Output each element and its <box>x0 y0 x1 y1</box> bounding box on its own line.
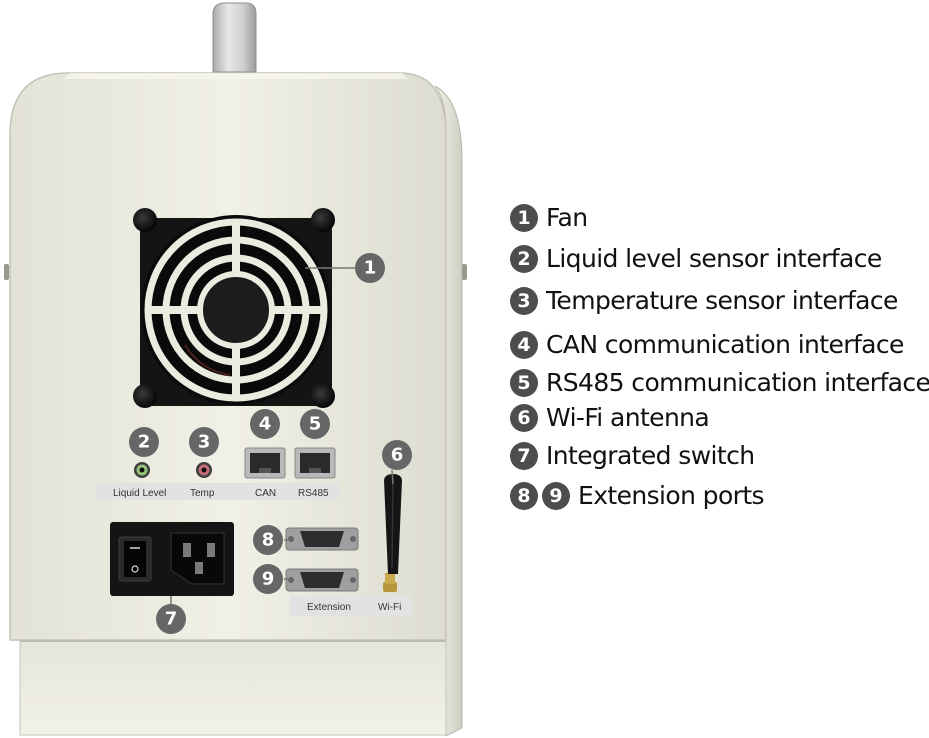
handle <box>212 2 257 73</box>
legend-item-fan: 1 Fan <box>510 203 588 232</box>
legend-item-extension: 8 9 Extension ports <box>510 481 765 510</box>
integrated-switch <box>110 522 234 596</box>
legend-item-rs485: 5 RS485 communication interface <box>510 368 929 397</box>
extension-port-8 <box>285 527 359 551</box>
wifi-antenna <box>383 474 402 592</box>
label-extension: Extension <box>307 602 351 613</box>
extension-label-strip <box>290 596 412 616</box>
port-label-strip <box>96 483 340 500</box>
label-wifi: Wi-Fi <box>378 602 401 613</box>
legend-item-label: Fan <box>546 203 588 232</box>
legend-number-badge: 9 <box>542 481 570 510</box>
legend-item-label: Wi-Fi antenna <box>546 403 710 432</box>
callout-1: 1 <box>364 258 377 279</box>
legend-number-badge: 4 <box>510 330 538 359</box>
extension-port-9 <box>285 568 359 592</box>
legend-item-label: Integrated switch <box>546 441 755 470</box>
callout-2: 2 <box>138 432 151 453</box>
legend-number-badge: 2 <box>510 244 538 273</box>
rs485-port <box>294 447 336 479</box>
callout-6: 6 <box>391 445 404 466</box>
fan-screws <box>133 208 335 408</box>
label-rs485: RS485 <box>298 488 329 499</box>
legend-item-temperature: 3 Temperature sensor interface <box>510 286 898 315</box>
legend-number-badge: 3 <box>510 286 538 315</box>
temp-jack <box>196 462 212 478</box>
callout-8: 8 <box>262 530 275 551</box>
label-liquid-level: Liquid Level <box>113 488 166 499</box>
callout-3: 3 <box>198 432 211 453</box>
legend-number-badge: 5 <box>510 368 538 397</box>
legend-number-badge: 8 <box>510 481 538 510</box>
legend-item-label: RS485 communication interface <box>546 368 929 397</box>
label-temp: Temp <box>190 488 215 499</box>
legend-number-badge: 7 <box>510 441 538 470</box>
can-port <box>244 447 286 479</box>
legend-item-label: Liquid level sensor interface <box>546 244 882 273</box>
legend-item-liquid-level: 2 Liquid level sensor interface <box>510 244 882 273</box>
legend-item-label: Extension ports <box>578 481 765 510</box>
label-can: CAN <box>255 488 276 499</box>
legend-item-switch: 7 Integrated switch <box>510 441 755 470</box>
legend-item-can: 4 CAN communication interface <box>510 330 904 359</box>
fan <box>140 215 332 406</box>
legend-item-label: CAN communication interface <box>546 330 904 359</box>
legend-number-badge: 1 <box>510 203 538 232</box>
callout-9: 9 <box>262 569 275 590</box>
callout-4: 4 <box>259 414 272 435</box>
callout-5: 5 <box>309 414 322 435</box>
callout-7: 7 <box>165 609 178 630</box>
legend-number-badge: 6 <box>510 403 538 432</box>
liquid-level-jack <box>134 462 150 478</box>
legend-item-wifi: 6 Wi-Fi antenna <box>510 403 710 432</box>
legend-item-label: Temperature sensor interface <box>546 286 898 315</box>
